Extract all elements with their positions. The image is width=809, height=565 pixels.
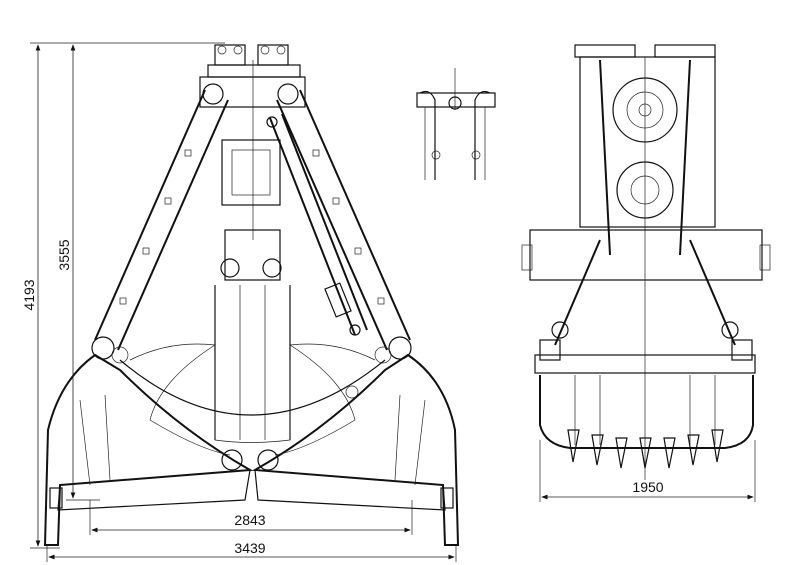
side-bucket <box>539 375 754 449</box>
left-jaw <box>43 343 254 546</box>
dimension-height-to-pivot: 3555 <box>56 239 72 270</box>
dimension-overall-height: 4193 <box>21 279 37 310</box>
hydraulic-cylinder <box>266 113 368 336</box>
hook-detail-view <box>416 68 496 180</box>
top-head-assembly <box>199 44 306 240</box>
dimensions: 4193 3555 2843 3439 1950 <box>21 42 756 562</box>
right-jaw <box>251 343 460 546</box>
dimension-inner-width: 2843 <box>234 512 265 528</box>
bucket-teeth <box>567 429 724 469</box>
right-pivot <box>388 336 412 360</box>
dimension-overall-width: 3439 <box>234 540 265 556</box>
center-body <box>214 139 291 471</box>
right-arm <box>276 83 411 351</box>
dimension-side-width: 1950 <box>632 479 663 495</box>
front-view <box>43 44 460 546</box>
side-frame <box>529 229 763 281</box>
left-arm <box>94 83 229 351</box>
side-view <box>521 44 771 480</box>
bucket-inner-curve <box>119 359 386 416</box>
